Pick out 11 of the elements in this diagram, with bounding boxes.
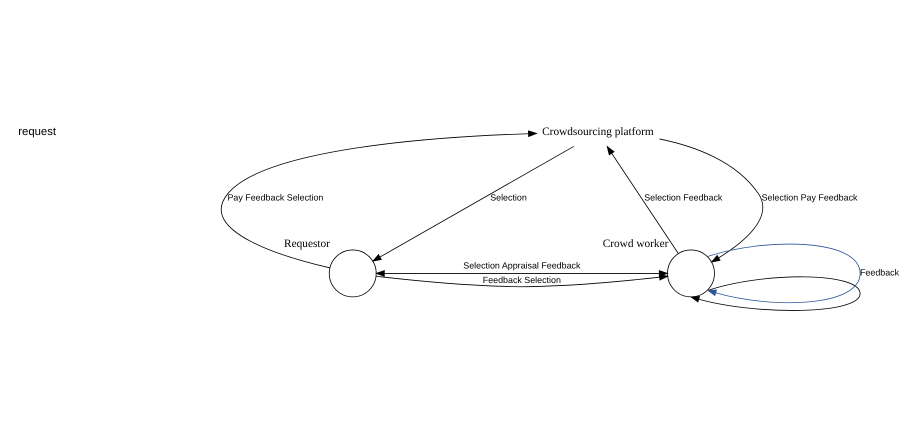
edge-label: Feedback Selection	[482, 274, 561, 285]
edge-label: Pay Feedback Selection	[228, 192, 324, 202]
node-text: Crowdsourcing platform	[542, 126, 654, 138]
label: request	[18, 126, 56, 138]
edge-label: Selection	[490, 192, 527, 202]
edge-label: Feedback	[860, 268, 900, 278]
edge-label: Selection Pay Feedback	[762, 192, 858, 202]
edge-label: Selection Feedback	[644, 192, 722, 202]
edge-label: Selection Appraisal Feedback	[463, 260, 580, 270]
node-label: Requestor	[284, 238, 330, 250]
node-label: Crowd worker	[602, 238, 668, 250]
